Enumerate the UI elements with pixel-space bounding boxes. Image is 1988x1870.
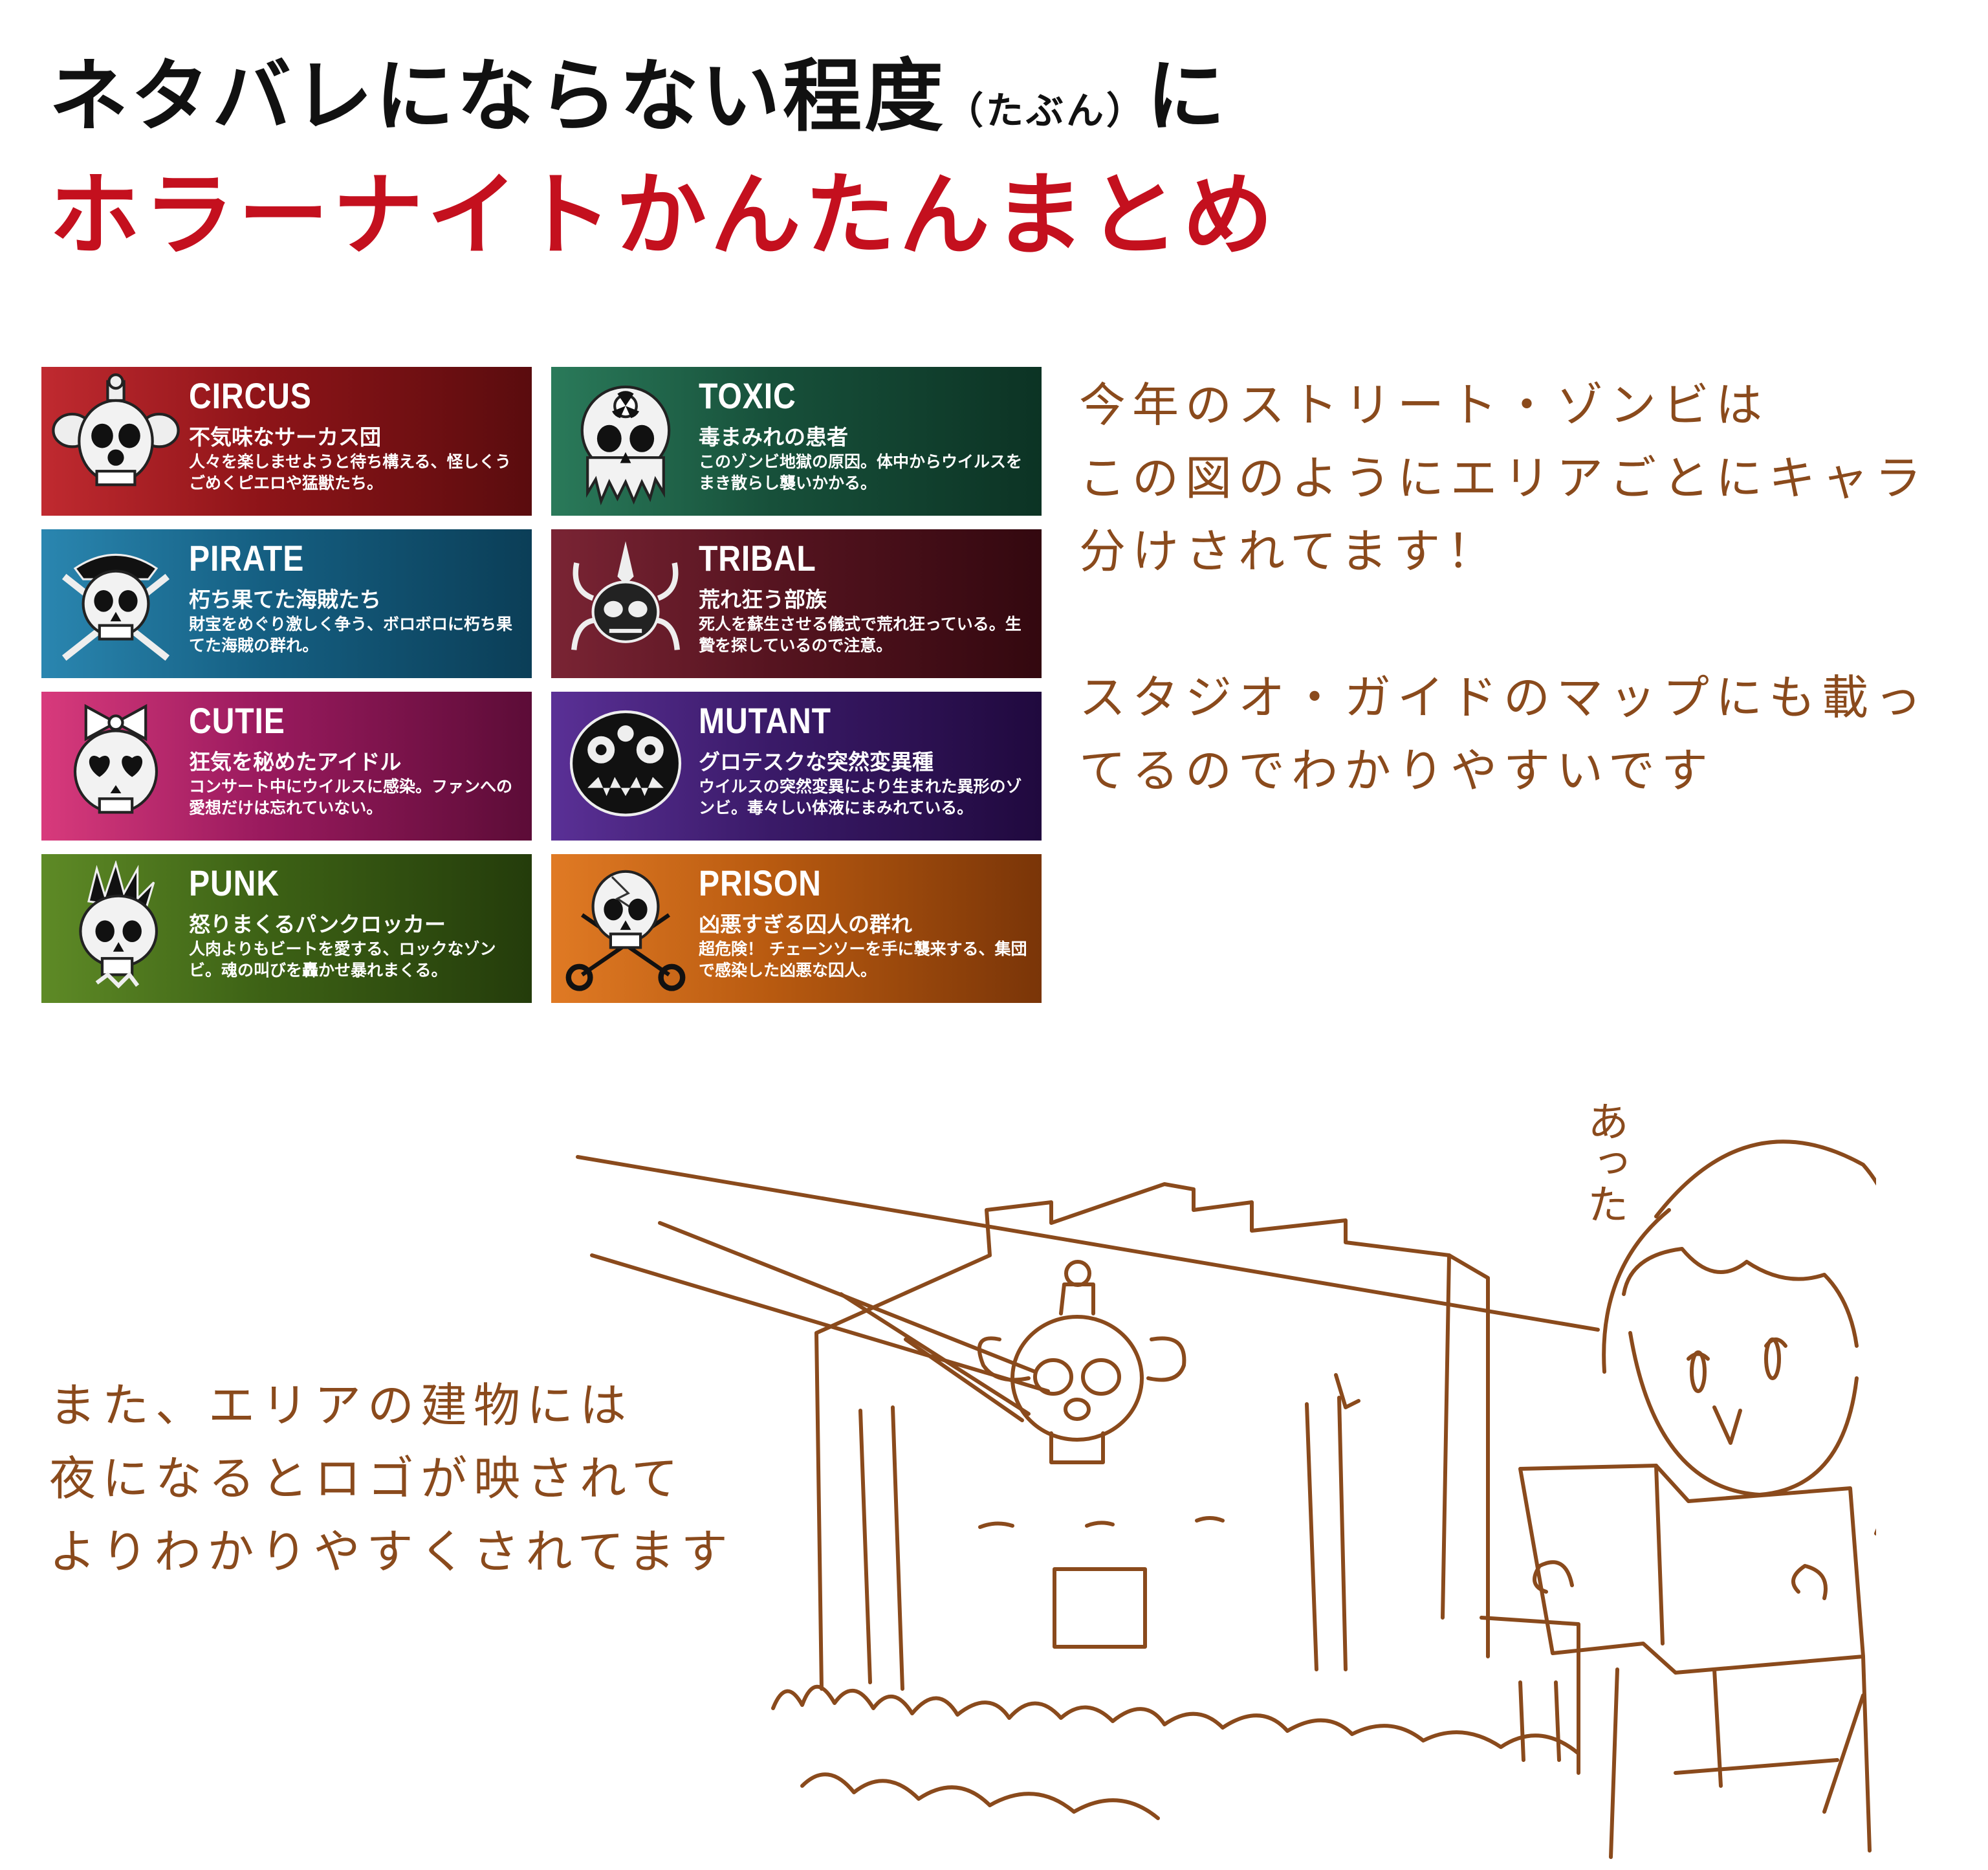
illustration-building-with-logo: あった (576, 1100, 1876, 1859)
note-spacer (1079, 588, 1928, 661)
card-name: TRIBAL (699, 538, 816, 578)
tribal-skull-icon (571, 541, 680, 650)
card-cutie: CUTIE 狂気を秘めたアイドル コンサート中にウイルスに感染。ファンへの愛想だ… (41, 692, 532, 841)
card-subtitle: 凶悪すぎる囚人の群れ (699, 912, 912, 937)
card-punk: PUNK 怒りまくるパンクロッカー 人肉よりもビートを愛する、ロックなゾンビ。魂… (41, 854, 532, 1003)
card-pirate: PIRATE 朽ち果てた海賊たち 財宝をめぐり激しく争う、ボロボロに朽ち果てた海… (41, 529, 532, 678)
card-description: 人肉よりもビートを愛する、ロックなゾンビ。魂の叫びを轟かせ暴れまくる。 (189, 940, 496, 980)
page-title-line1: ネタバレにならない程度（たぶん）に (49, 32, 1228, 147)
note-line: てるのでわかりやすいです (1079, 743, 1714, 798)
card-description: 死人を蘇生させる儀式で荒れ狂っている。生贄を探しているので注意。 (699, 615, 1021, 655)
note-line: スタジオ・ガイドのマップにも載っ (1079, 670, 1928, 725)
card-name: TOXIC (699, 375, 796, 416)
card-description: 超危険！ チェーンソーを手に襲来する、集団で感染した凶悪な囚人。 (699, 940, 1027, 980)
card-name: PRISON (699, 863, 822, 903)
card-toxic: TOXIC 毒まみれの患者 このゾンビ地獄の原因。体中からウイルスをまき散らし襲… (551, 367, 1042, 516)
card-subtitle: 荒れ狂う部族 (699, 587, 827, 612)
card-mutant: MUTANT グロテスクな突然変異種 ウイルスの突然変異により生まれた異形のゾン… (551, 692, 1042, 841)
card-description: 財宝をめぐり激しく争う、ボロボロに朽ち果てた海賊の群れ。 (189, 615, 513, 655)
title-end-text: に (1146, 50, 1229, 142)
handwritten-note-buildings: また、エリアの建物には 夜になるとロゴが映されて よりわかりやすくされてます (49, 1369, 734, 1589)
note-line: よりわかりやすくされてます (49, 1524, 734, 1579)
page-title-line2: ホラーナイトかんたんまとめ (49, 163, 1278, 269)
card-subtitle: 狂気を秘めたアイドル (189, 749, 402, 775)
card-name: MUTANT (699, 700, 831, 741)
note-line: 今年のストリート・ゾンビは (1079, 378, 1769, 432)
card-subtitle: グロテスクな突然変異種 (699, 749, 934, 775)
card-tribal: TRIBAL 荒れ狂う部族 死人を蘇生させる儀式で荒れ狂っている。生贄を探してい… (551, 529, 1042, 678)
card-name: CIRCUS (189, 375, 312, 416)
ribbon-skull-icon (73, 704, 158, 814)
card-subtitle: 朽ち果てた海賊たち (189, 587, 381, 612)
handwritten-note-map: 今年のストリート・ゾンビは この図のようにエリアごとにキャラ 分けされてます！ … (1079, 369, 1928, 808)
card-prison: PRISON 凶悪すぎる囚人の群れ 超危険！ チェーンソーを手に襲来する、集団で… (551, 854, 1042, 1003)
card-circus: CIRCUS 不気味なサーカス団 人々を楽しませようと待ち構える、怪しくうごめく… (41, 367, 532, 516)
card-description: このゾンビ地獄の原因。体中からウイルスをまき散らし襲いかかる。 (699, 452, 1023, 492)
mohawk-skull-icon (79, 861, 158, 989)
card-subtitle: 毒まみれの患者 (699, 424, 848, 450)
card-subtitle: 不気味なサーカス団 (189, 424, 381, 450)
card-description: コンサート中にウイルスに感染。ファンへの愛想だけは忘れていない。 (189, 777, 513, 817)
card-name: CUTIE (189, 700, 285, 741)
card-description: ウイルスの突然変異により生まれた異形のゾンビ。毒々しい体液にまみれている。 (699, 777, 1022, 817)
card-subtitle: 怒りまくるパンクロッカー (189, 912, 446, 937)
title-aside-text: （たぶん） (946, 89, 1147, 133)
mutant-skull-icon (569, 710, 682, 817)
card-description: 人々を楽しませようと待ち構える、怪しくうごめくピエロや猛獣たち。 (189, 452, 512, 492)
speech-text: あった (1580, 1100, 1628, 1224)
note-line: 夜になるとロゴが映されて (49, 1451, 684, 1506)
note-line: 分けされてます！ (1079, 524, 1500, 578)
note-line: この図のようにエリアごとにキャラ (1079, 451, 1928, 505)
radiation-skull-icon (580, 385, 671, 505)
title-main-text: ネタバレにならない程度 (49, 50, 946, 142)
prison-skull-icon (565, 870, 686, 991)
clown-skull-icon (52, 373, 180, 487)
note-line: また、エリアの建物には (49, 1378, 633, 1433)
card-name: PUNK (189, 863, 279, 903)
pirate-skull-icon (61, 553, 170, 661)
card-name: PIRATE (189, 538, 305, 578)
